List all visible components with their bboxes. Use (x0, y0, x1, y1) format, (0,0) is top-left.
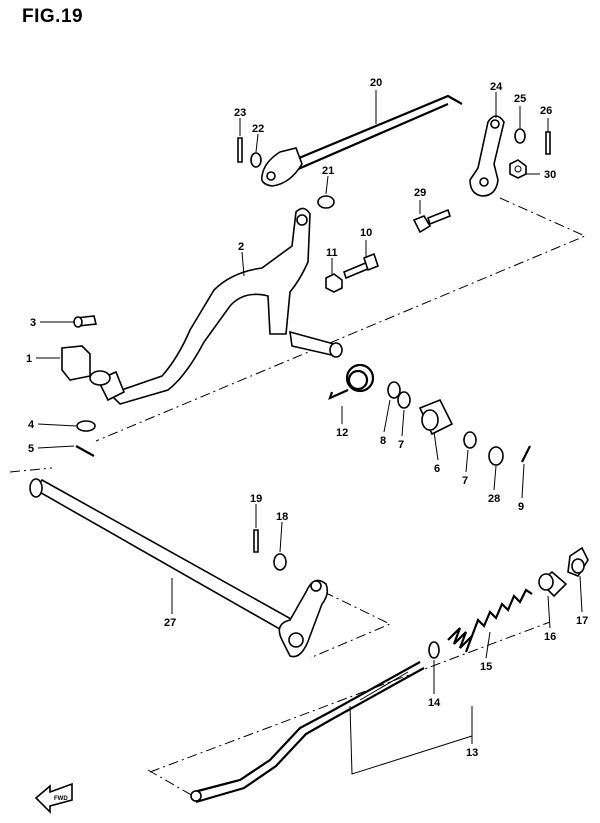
callout-2: 2 (238, 241, 244, 253)
pin-26 (545, 131, 551, 155)
callout-6: 6 (434, 463, 440, 475)
callout-7b: 7 (462, 475, 468, 487)
figure-title: FIG.19 (22, 6, 84, 27)
callout-19: 19 (250, 493, 262, 505)
shift-shaft-27 (29, 478, 329, 658)
o-ring-7b (463, 431, 477, 449)
nut-30 (509, 159, 527, 179)
pin-19 (253, 529, 259, 553)
bolt-3 (73, 315, 97, 328)
clip-17 (567, 546, 589, 577)
front-arrow-icon: FWD (34, 782, 73, 814)
callout-5: 5 (28, 443, 34, 455)
callout-23: 23 (234, 107, 246, 119)
callout-1: 1 (26, 353, 32, 365)
callout-30: 30 (544, 169, 556, 181)
shift-rod-13 (190, 661, 425, 804)
callout-26: 26 (540, 105, 552, 117)
gearshift-lever-2 (96, 207, 343, 405)
cotter-pin-9 (521, 445, 531, 463)
callout-8: 8 (380, 435, 386, 447)
nut-11 (325, 273, 343, 293)
callout-27: 27 (164, 617, 176, 629)
washer-18 (273, 553, 287, 571)
bolt-10 (343, 252, 379, 280)
callout-20: 20 (370, 77, 382, 89)
pin-23 (237, 137, 243, 163)
bushing-6 (418, 398, 454, 436)
callout-29: 29 (414, 187, 426, 199)
o-ring-7a (397, 391, 411, 409)
clamp-1 (61, 345, 111, 386)
callout-28: 28 (488, 493, 500, 505)
callout-9: 9 (518, 501, 524, 513)
callout-25: 25 (514, 93, 526, 105)
washer-8 (387, 381, 401, 399)
callout-15: 15 (480, 661, 492, 673)
washer-14 (428, 641, 440, 659)
callout-4: 4 (28, 419, 35, 431)
assembly-outlines (9, 197, 587, 801)
callout-18: 18 (276, 511, 288, 523)
callout-12: 12 (336, 427, 348, 439)
shift-rod-20 (260, 94, 463, 187)
clip-4 (76, 420, 96, 432)
return-spring-12 (328, 363, 375, 401)
callout-7a: 7 (398, 439, 404, 451)
stopper-16 (538, 570, 568, 598)
callout-17: 17 (576, 615, 588, 627)
bolt-29 (412, 215, 432, 234)
callout-3: 3 (30, 317, 36, 329)
rod-end-lever-24 (469, 115, 505, 197)
callout-24: 24 (490, 81, 503, 93)
callout-22: 22 (252, 123, 264, 135)
washer-28 (488, 446, 504, 466)
callout-11: 11 (326, 247, 338, 259)
callout-10: 10 (360, 227, 372, 239)
washer-25 (514, 128, 526, 144)
spring-15 (447, 588, 533, 653)
small-parts-top (237, 128, 551, 234)
callout-14: 14 (428, 697, 441, 709)
callout-labels: 20 24 25 26 23 22 30 21 29 10 11 2 3 1 4… (26, 77, 588, 759)
callout-16: 16 (544, 631, 556, 643)
washer-22 (250, 152, 262, 168)
front-arrow-label: FWD (54, 796, 68, 802)
cotter-pin-5 (75, 445, 95, 457)
lever-shaft-stub (289, 330, 337, 358)
grommet-21 (317, 195, 335, 209)
leader-lines (36, 90, 583, 775)
callout-21: 21 (322, 165, 334, 177)
callout-13: 13 (466, 747, 478, 759)
